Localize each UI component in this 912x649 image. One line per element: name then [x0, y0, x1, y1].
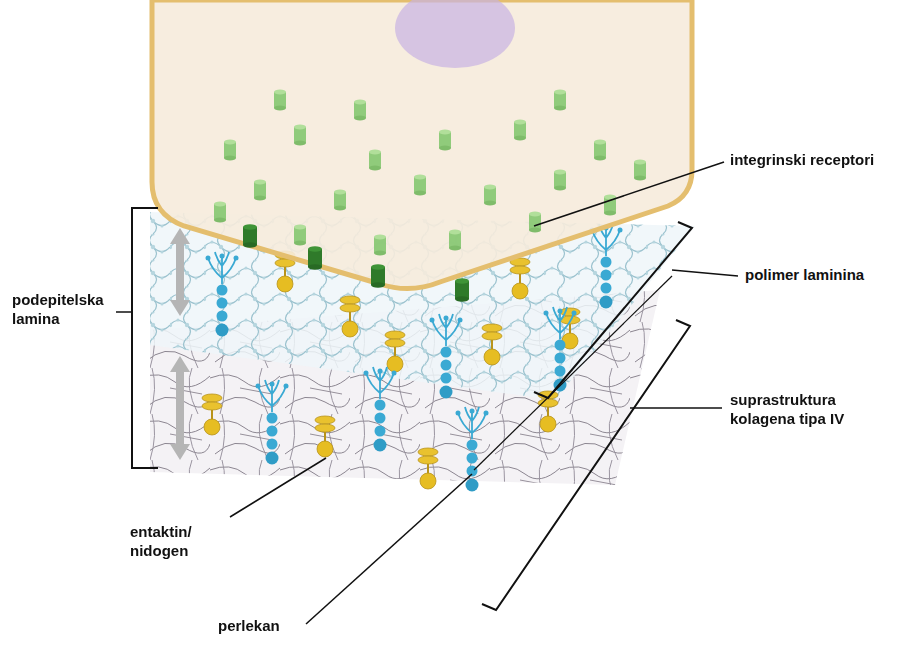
leader-line: [474, 276, 672, 470]
collagen-bracket: [482, 320, 690, 610]
part-label: perlekan: [218, 616, 308, 635]
integrin-receptors: [214, 90, 646, 256]
thickness-arrows: [170, 228, 190, 460]
part-label: entaktin/ nidogen: [130, 522, 220, 560]
leader-line: [230, 458, 326, 517]
part-label: polimer laminina: [745, 265, 905, 284]
leader-line: [306, 474, 472, 624]
laminin-bracket: [534, 222, 692, 398]
part-label: suprastruktura kolagena tipa IV: [730, 390, 890, 428]
lamina-bracket: [132, 208, 158, 468]
nucleus: [395, 0, 515, 68]
leader-line: [630, 407, 722, 409]
part-label: integrinski receptori: [730, 150, 905, 169]
part-label: podepitelska lamina: [12, 290, 116, 328]
leader-line: [672, 270, 738, 276]
leader-line: [534, 162, 724, 226]
bound-integrins: [243, 224, 469, 302]
leader-line: [116, 311, 132, 313]
